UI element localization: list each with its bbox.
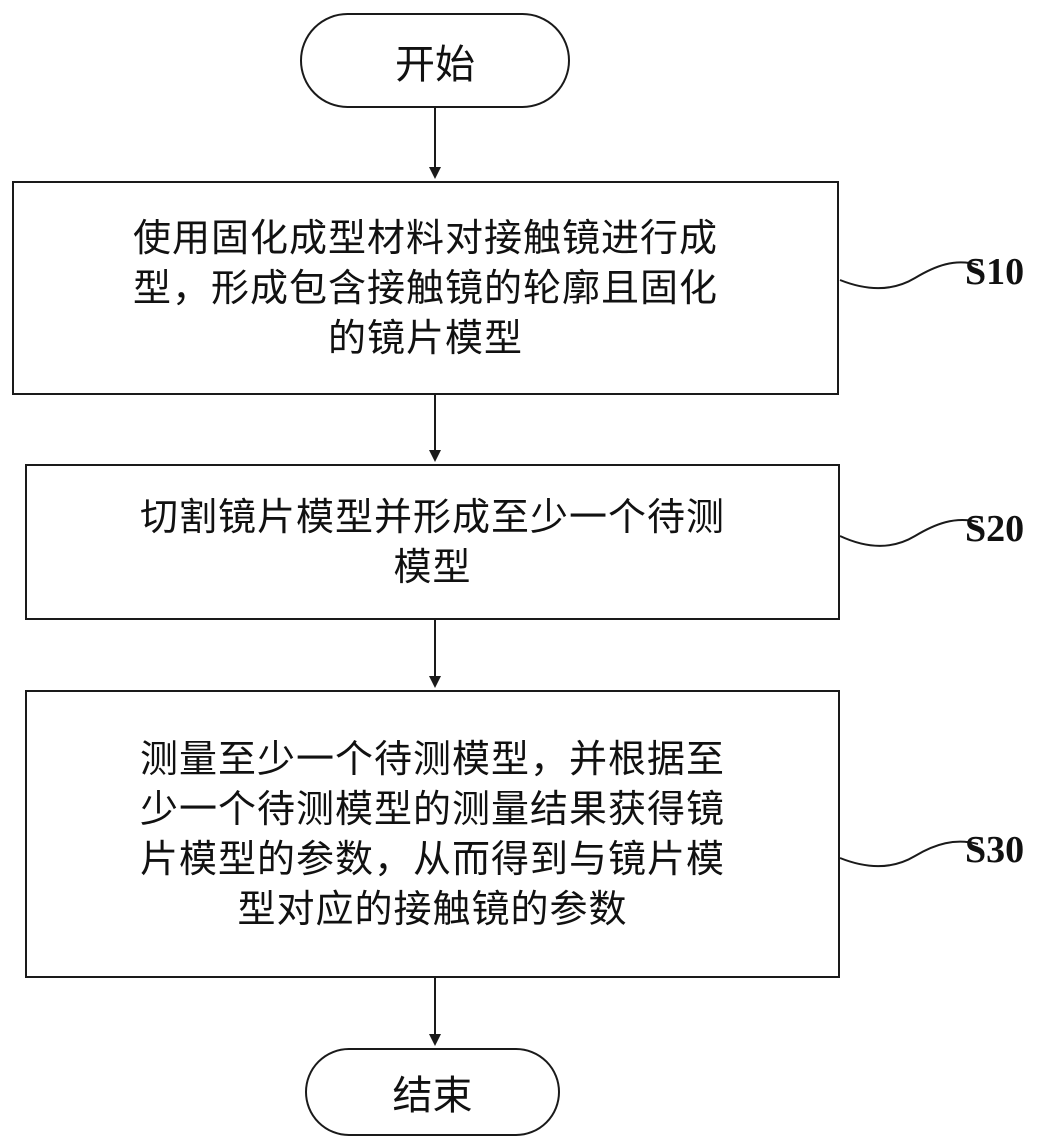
step-s30-text: 测量至少一个待测模型，并根据至 少一个待测模型的测量结果获得镜 片模型的参数，从… (140, 734, 725, 934)
end-label: 结束 (392, 1073, 473, 1119)
step-s30-box: 测量至少一个待测模型，并根据至 少一个待测模型的测量结果获得镜 片模型的参数，从… (25, 690, 840, 978)
step-s20-box: 切割镜片模型并形成至少一个待测 模型 (25, 464, 840, 620)
step-s20-line: 模型 (393, 545, 472, 589)
step-s30-line: 片模型的参数，从而得到与镜片模 (139, 837, 725, 881)
step-s20-text: 切割镜片模型并形成至少一个待测 模型 (140, 492, 725, 592)
step-s10-line: 的镜片模型 (327, 316, 523, 360)
step-s10-text: 使用固化成型材料对接触镜进行成 型，形成包含接触镜的轮廓且固化 的镜片模型 (133, 213, 718, 363)
leader-s30 (839, 840, 979, 868)
step-label-s10: S10 (965, 251, 1025, 293)
start-label: 开始 (395, 41, 475, 88)
step-s10-line: 使用固化成型材料对接触镜进行成 (132, 216, 718, 260)
step-s30-line: 少一个待测模型的测量结果获得镜 (139, 787, 725, 831)
step-label-s20: S20 (965, 508, 1025, 550)
leader-s20 (839, 518, 979, 547)
step-s10-box: 使用固化成型材料对接触镜进行成 型，形成包含接触镜的轮廓且固化 的镜片模型 (12, 181, 839, 395)
start-terminal: 开始 (300, 13, 570, 108)
step-s30-line: 测量至少一个待测模型，并根据至 (139, 737, 725, 781)
step-s10-line: 型，形成包含接触镜的轮廓且固化 (132, 266, 718, 310)
step-s30-line: 型对应的接触镜的参数 (237, 887, 628, 931)
step-s20-line: 切割镜片模型并形成至少一个待测 (139, 495, 725, 539)
leader-s10 (839, 261, 979, 290)
step-label-s30: S30 (965, 829, 1025, 871)
end-terminal: 结束 (305, 1048, 560, 1136)
